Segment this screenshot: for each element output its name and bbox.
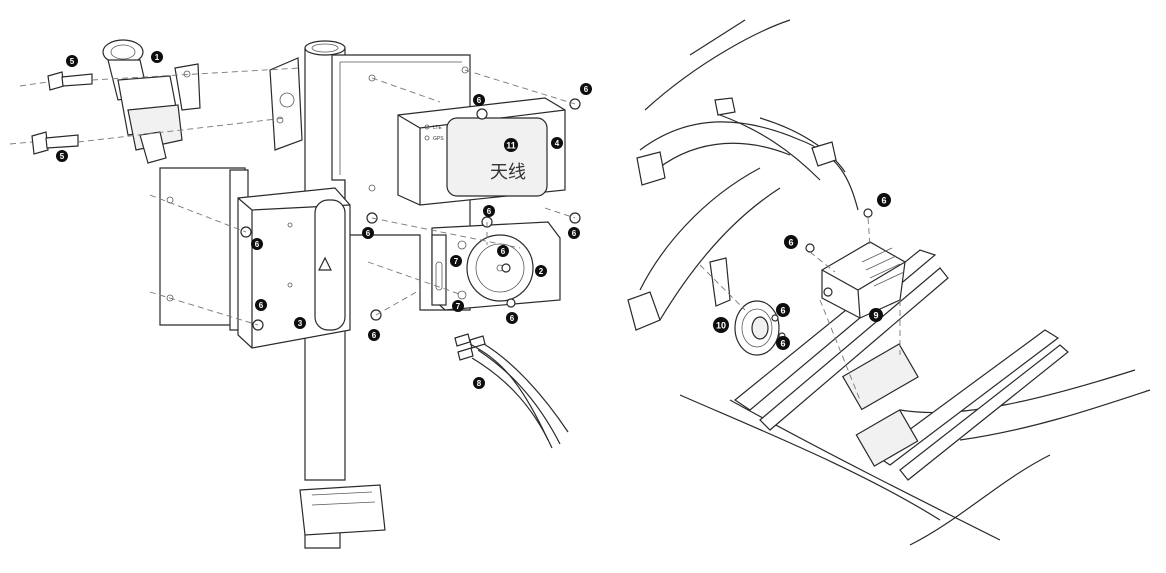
antenna-label: 天线 xyxy=(490,162,526,183)
lte-label: LTE xyxy=(433,125,442,131)
callout-badge xyxy=(776,303,790,317)
callout-markers: 1 5 5 6 6 6 6 6 6 6 6 6 6 2 3 4 7 7 8 11 6 6 6 6 9 10 xyxy=(56,51,891,389)
callout-badge xyxy=(151,51,163,63)
frame-tubes xyxy=(627,19,859,331)
callout-number: 3 xyxy=(298,319,303,328)
callout-number: 5 xyxy=(70,57,75,66)
callout-screw: 6 xyxy=(483,205,495,217)
bolt-upper xyxy=(47,71,93,91)
callout-badge xyxy=(66,55,78,67)
right-assembly-view xyxy=(627,19,1151,546)
callout-number: 10 xyxy=(716,321,726,331)
callout-ignition-switch: 1 xyxy=(151,51,163,63)
callout-number: 6 xyxy=(881,196,886,206)
callout-number: 6 xyxy=(584,85,589,94)
callout-wire-harness: 8 xyxy=(473,377,485,389)
callout-number: 5 xyxy=(60,152,65,161)
callout-number: 6 xyxy=(780,306,785,316)
wire-harness xyxy=(454,333,569,449)
callout-badge xyxy=(368,329,380,341)
callout-number: 9 xyxy=(873,311,878,321)
callout-number: 6 xyxy=(572,229,577,238)
gps-label: GPS xyxy=(433,136,444,142)
callout-buzzer: 10 xyxy=(713,317,729,333)
callout-number: 6 xyxy=(501,247,506,256)
callout-screw: 6 xyxy=(877,193,891,207)
callout-badge xyxy=(294,317,306,329)
callout-number: 6 xyxy=(487,207,492,216)
callout-badge xyxy=(483,205,495,217)
callout-number: 6 xyxy=(477,96,482,105)
callout-number: 11 xyxy=(506,141,516,151)
callout-badge xyxy=(580,83,592,95)
telematics-box: LTE GPS 天线 xyxy=(397,97,566,206)
callout-badge xyxy=(255,299,267,311)
callout-badge xyxy=(869,308,883,322)
assembly-guide-lines xyxy=(9,67,576,326)
callout-number: 4 xyxy=(555,139,560,148)
callout-number: 1 xyxy=(155,53,160,62)
callout-badge xyxy=(56,150,68,162)
callout-screw: 6 xyxy=(497,245,509,257)
callout-number: 6 xyxy=(259,301,264,310)
callout-badge xyxy=(251,238,263,250)
callout-badge xyxy=(877,193,891,207)
callout-number: 6 xyxy=(780,339,785,349)
callout-badge xyxy=(473,94,485,106)
callout-badge xyxy=(568,227,580,239)
callout-screw: 6 xyxy=(580,83,592,95)
callout-badge xyxy=(473,377,485,389)
bolt-lower xyxy=(31,131,79,155)
horn-speaker xyxy=(431,221,561,311)
callout-bracket-nut: 7 xyxy=(452,300,464,312)
callout-badge xyxy=(713,317,729,333)
callout-badge xyxy=(506,312,518,324)
callout-screw: 6 xyxy=(568,227,580,239)
ignition-switch xyxy=(102,39,201,164)
callout-antenna: 11 xyxy=(504,138,518,152)
regulator xyxy=(821,241,906,319)
callout-screw: 6 xyxy=(473,94,485,106)
callout-badge xyxy=(535,265,547,277)
callout-number: 7 xyxy=(454,257,459,266)
callout-number: 8 xyxy=(477,379,482,388)
callout-badge xyxy=(776,336,790,350)
callout-badge xyxy=(452,300,464,312)
callout-controller-box: 3 xyxy=(294,317,306,329)
callout-number: 7 xyxy=(456,302,461,311)
callout-bracket-nut: 7 xyxy=(450,255,462,267)
callout-number: 6 xyxy=(788,238,793,248)
callout-number: 2 xyxy=(539,267,544,276)
callout-telematics-box: 4 xyxy=(551,137,563,149)
callout-screw: 6 xyxy=(784,235,798,249)
buzzer xyxy=(734,300,780,356)
callout-screw: 6 xyxy=(776,336,790,350)
callout-badge xyxy=(450,255,462,267)
callout-badge xyxy=(784,235,798,249)
callout-bolt: 5 xyxy=(66,55,78,67)
callout-screw: 6 xyxy=(776,303,790,317)
callout-number: 6 xyxy=(366,229,371,238)
callout-screw: 6 xyxy=(255,299,267,311)
callout-badge xyxy=(362,227,374,239)
callout-badge xyxy=(497,245,509,257)
callout-badge xyxy=(504,138,518,152)
callout-screw: 6 xyxy=(362,227,374,239)
callout-horn-speaker: 2 xyxy=(535,265,547,277)
screws-left xyxy=(240,98,581,331)
callout-number: 6 xyxy=(510,314,515,323)
left-assembly-view: LTE GPS 天线 xyxy=(9,39,581,549)
callout-number: 6 xyxy=(372,331,377,340)
callout-bolt: 5 xyxy=(56,150,68,162)
callout-screw: 6 xyxy=(368,329,380,341)
callout-screw: 6 xyxy=(506,312,518,324)
callout-number: 6 xyxy=(255,240,260,249)
callout-regulator: 9 xyxy=(869,308,883,322)
assembly-guide-lines-right xyxy=(699,217,901,401)
callout-screw: 6 xyxy=(251,238,263,250)
callout-badge xyxy=(551,137,563,149)
